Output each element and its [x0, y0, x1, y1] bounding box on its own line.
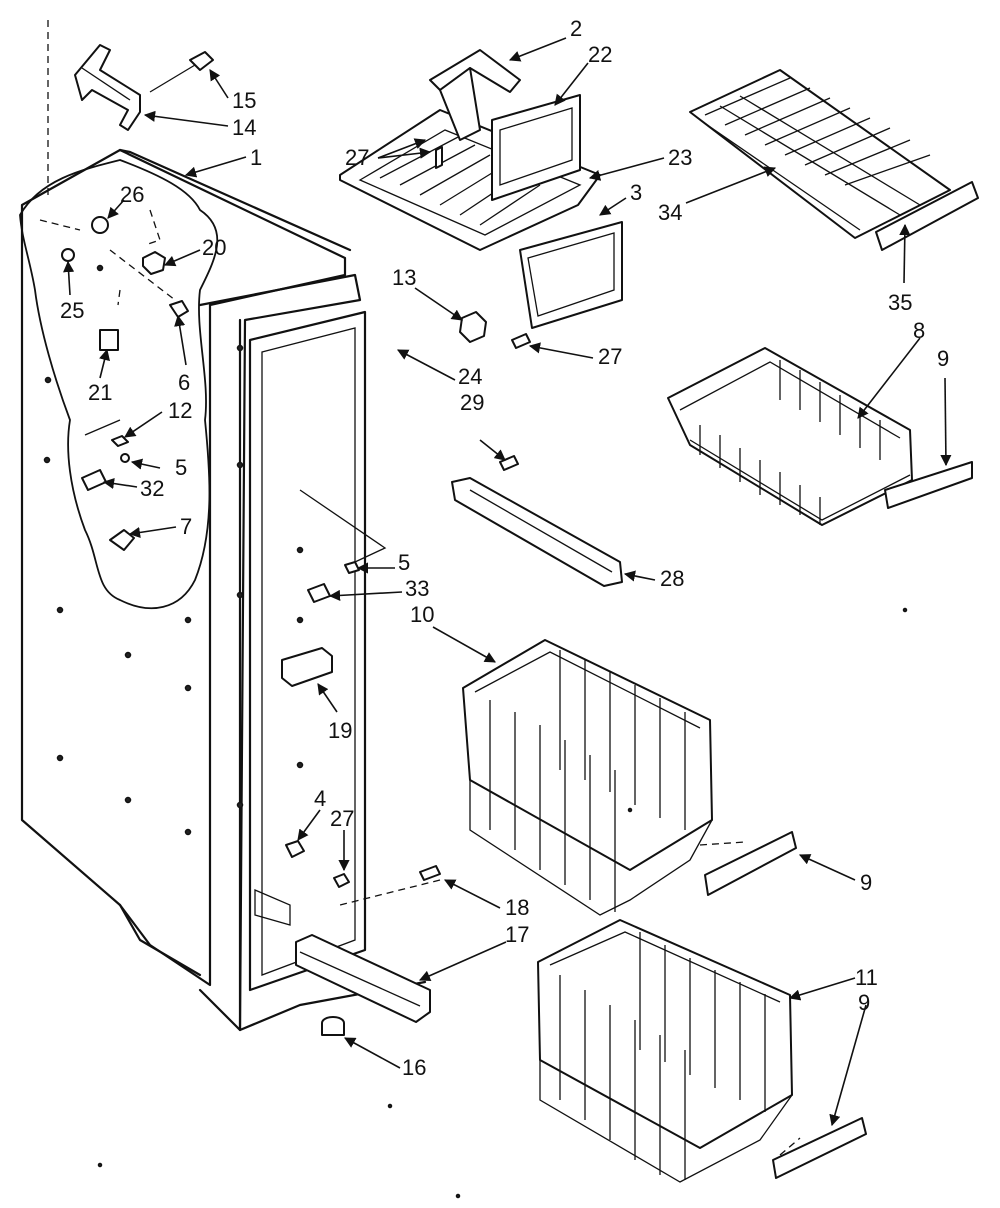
- component-6: [169, 300, 189, 318]
- leader-lines: [63, 37, 952, 1156]
- basket-10: [462, 639, 797, 916]
- scan-specks: [97, 607, 908, 1199]
- component-19: [281, 647, 333, 687]
- screw-29: [499, 455, 519, 471]
- label-part-27-center: 27: [598, 344, 622, 369]
- basket-11: [537, 919, 867, 1183]
- hinge-assembly: [74, 44, 214, 131]
- component-7: [109, 529, 135, 551]
- label-part-11: 11: [855, 965, 878, 990]
- label-part-14: 14: [232, 115, 256, 140]
- label-part-17: 17: [505, 922, 529, 947]
- label-part-18: 18: [505, 895, 529, 920]
- basket-8: [667, 347, 973, 526]
- component-5-left: [120, 453, 130, 463]
- ice-bin-shelf-assembly: [339, 49, 623, 329]
- label-part-3: 3: [630, 180, 642, 205]
- label-part-15: 15: [232, 88, 256, 113]
- label-part-5-right: 5: [398, 550, 410, 575]
- label-part-2: 2: [570, 16, 582, 41]
- wire-shelf: [689, 69, 979, 251]
- label-part-6: 6: [178, 370, 190, 395]
- component-26: [91, 216, 109, 234]
- label-part-8: 8: [913, 318, 925, 343]
- label-part-10: 10: [410, 602, 434, 627]
- label-part-24: 24: [458, 364, 482, 389]
- label-part-27-top: 27: [345, 145, 369, 170]
- label-part-29: 29: [460, 390, 484, 415]
- trim-9-top: [884, 461, 973, 509]
- label-part-34: 34: [658, 200, 682, 225]
- component-20: [142, 251, 166, 275]
- label-part-25: 25: [60, 298, 84, 323]
- label-part-35: 35: [888, 290, 912, 315]
- label-part-28: 28: [660, 566, 684, 591]
- kickplate-17: [295, 934, 431, 1023]
- component-4: [285, 840, 305, 858]
- trim-9-bottom: [772, 1117, 867, 1179]
- component-25: [61, 248, 75, 262]
- screw-27-lower: [333, 873, 350, 888]
- part-22-panel: [491, 94, 581, 201]
- label-part-7: 7: [180, 514, 192, 539]
- part-3-panel: [519, 221, 623, 329]
- label-part-27-lower: 27: [330, 806, 354, 831]
- label-part-12: 12: [168, 398, 192, 423]
- part-13: [459, 311, 487, 343]
- bracket-28: [451, 477, 623, 587]
- label-part-1: 1: [250, 145, 262, 170]
- label-part-16: 16: [402, 1055, 426, 1080]
- component-5-right: [344, 561, 360, 574]
- trim-9-middle: [704, 831, 797, 896]
- screw-27-center: [511, 333, 531, 349]
- screw-18: [419, 865, 441, 881]
- label-part-22: 22: [588, 42, 612, 67]
- component-32: [81, 469, 107, 491]
- component-21: [99, 329, 119, 351]
- label-part-33: 33: [405, 576, 429, 601]
- label-part-9-bottom: 9: [858, 990, 870, 1015]
- center-small-parts: [451, 311, 623, 587]
- label-part-9-middle: 9: [860, 870, 872, 895]
- label-part-13: 13: [392, 265, 416, 290]
- component-33: [307, 583, 331, 603]
- label-part-5-left: 5: [175, 455, 187, 480]
- part-number-labels: 1 2 22 27 23 3 34 35 15 14 26 20 25 6 21…: [60, 16, 949, 1080]
- label-part-4: 4: [314, 786, 326, 811]
- label-part-20: 20: [202, 235, 226, 260]
- label-part-9-top: 9: [937, 346, 949, 371]
- label-part-21: 21: [88, 380, 112, 405]
- bottom-parts: [295, 865, 441, 1036]
- label-part-19: 19: [328, 718, 352, 743]
- label-part-32: 32: [140, 476, 164, 501]
- freezer-liner: [19, 20, 427, 1032]
- label-part-26: 26: [120, 182, 144, 207]
- label-part-23: 23: [668, 145, 692, 170]
- component-12: [111, 435, 129, 447]
